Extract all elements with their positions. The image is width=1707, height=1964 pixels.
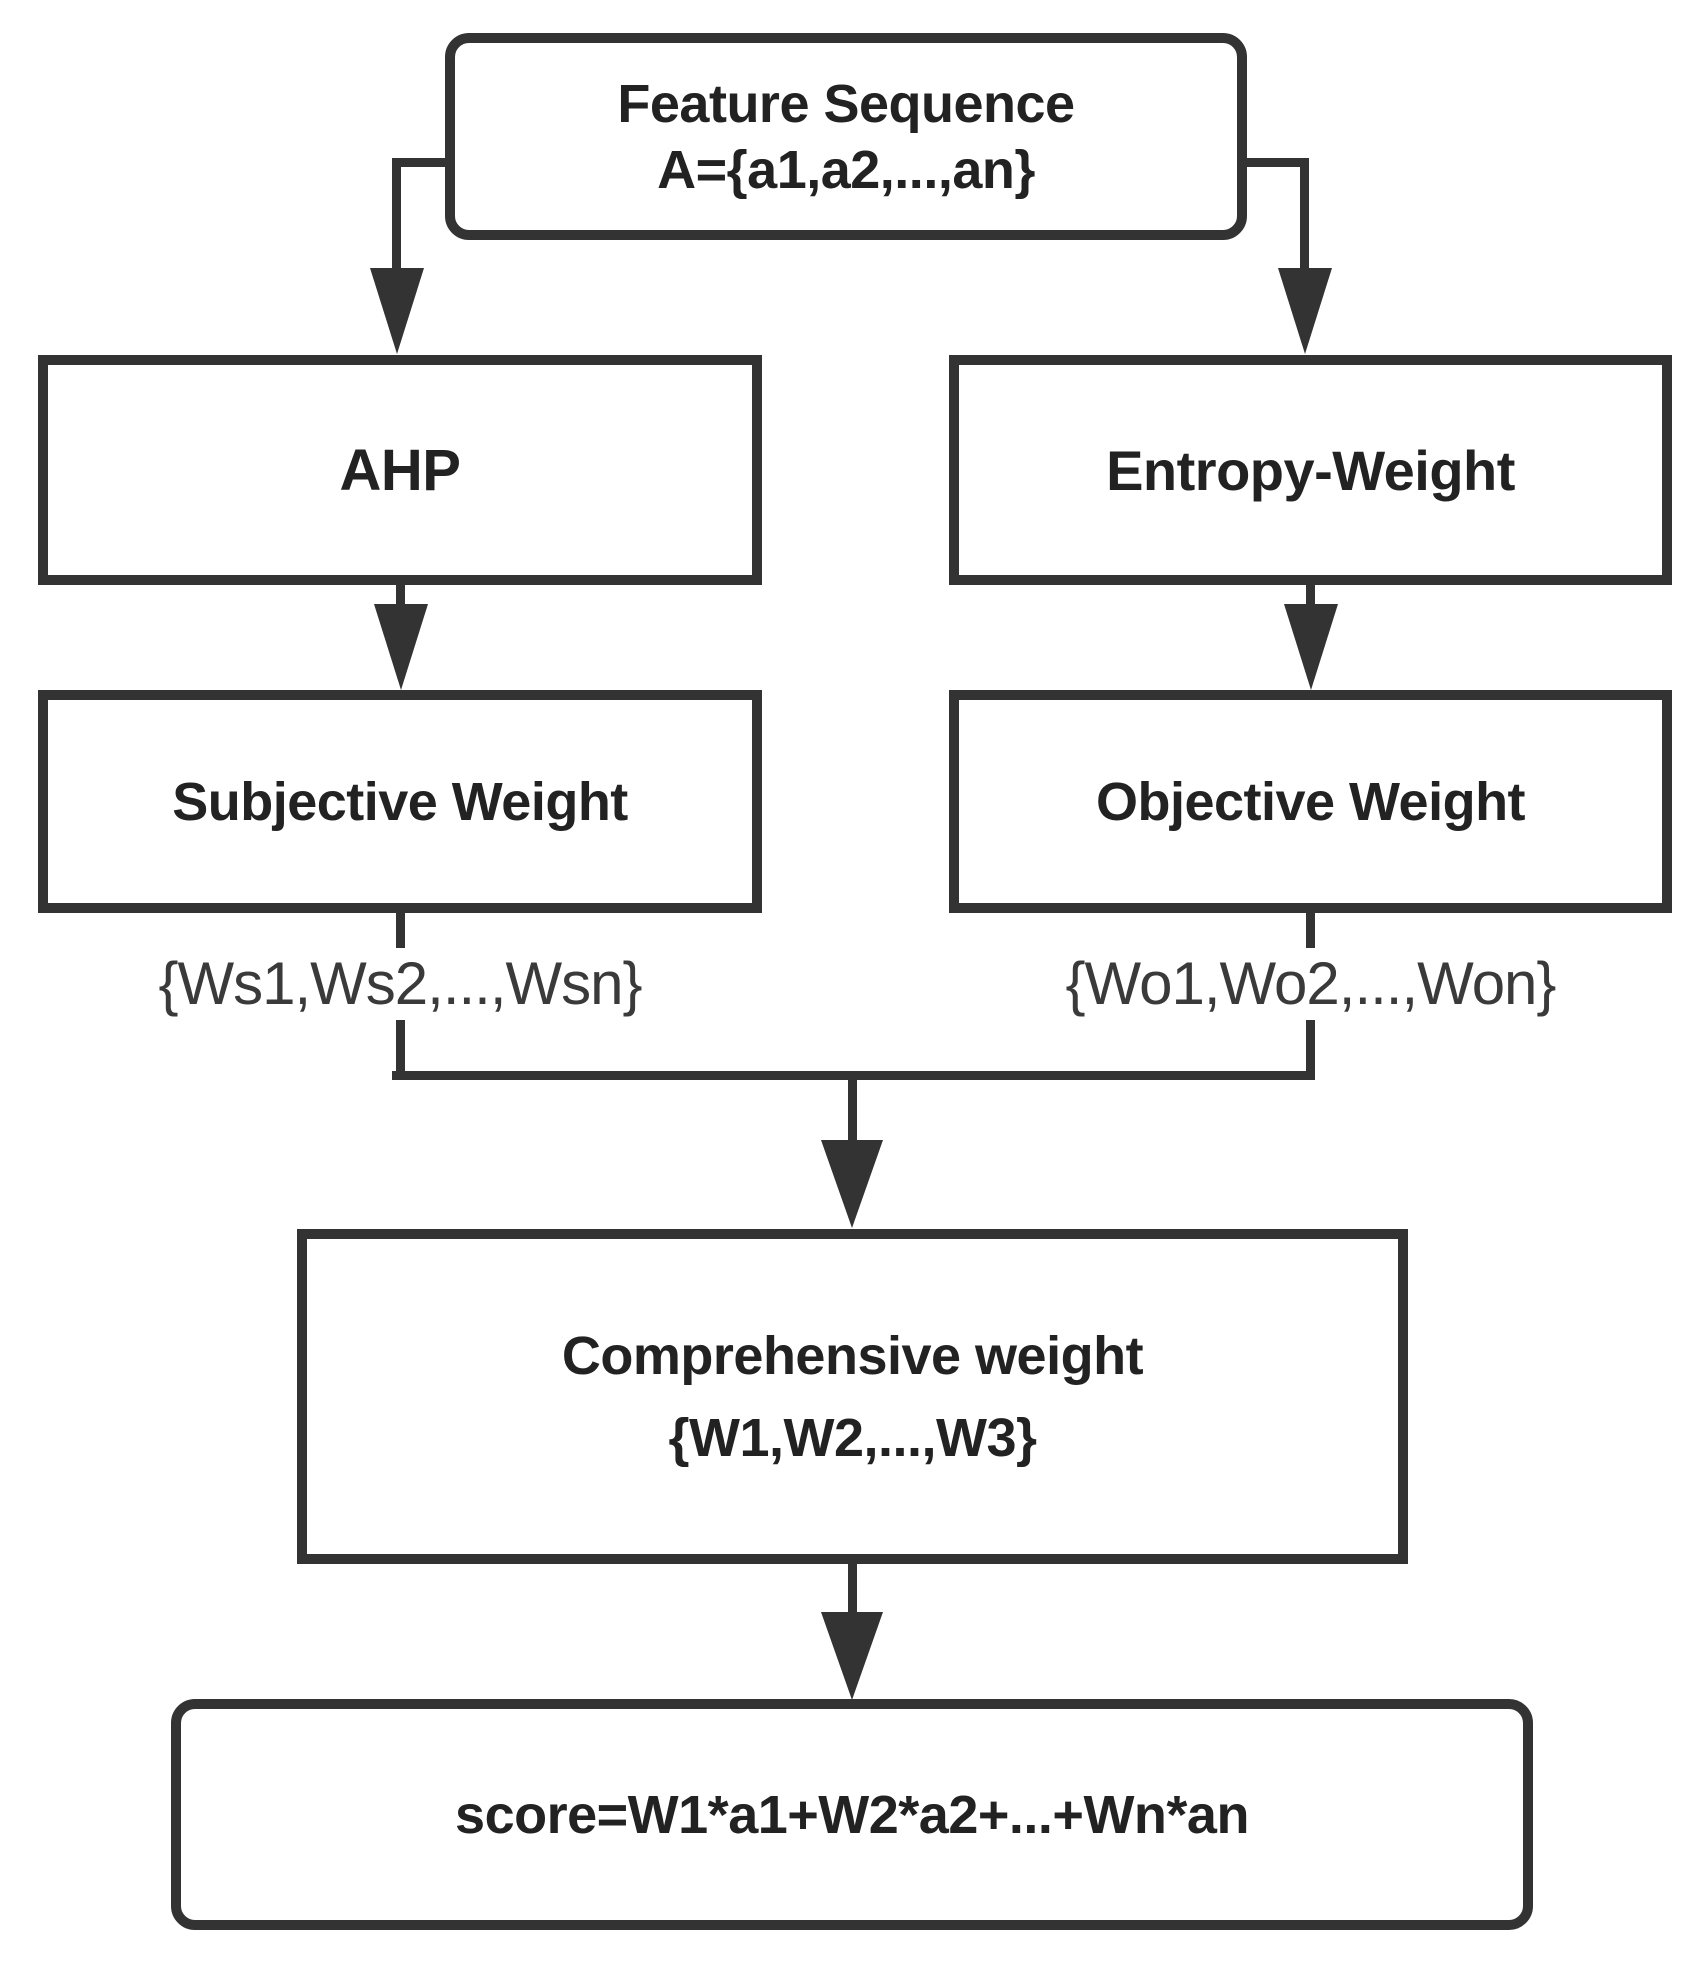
node-score-formula: score=W1*a1+W2*a2+...+Wn*an	[171, 1699, 1533, 1930]
edge-comprehensive-score	[848, 1564, 857, 1619]
node-objective-weight: Objective Weight	[949, 690, 1672, 913]
ahp-label: AHP	[339, 437, 461, 503]
arrow-down-icon	[1284, 604, 1338, 690]
arrow-down-icon	[370, 268, 424, 354]
edge-feature-ahp-vertical	[392, 158, 401, 273]
feature-sequence-title: Feature Sequence	[617, 73, 1075, 134]
arrow-down-icon	[1278, 268, 1332, 354]
node-ahp: AHP	[38, 355, 762, 585]
subjective-weight-set: {Ws1,Ws2,...,Wsn}	[38, 948, 762, 1020]
arrow-down-icon	[821, 1140, 883, 1228]
comprehensive-weight-title: Comprehensive weight	[561, 1325, 1144, 1386]
edge-merge-drop	[848, 1071, 857, 1146]
node-feature-sequence: Feature Sequence A={a1,a2,...,an}	[445, 33, 1247, 240]
comprehensive-weight-set: {W1,W2,...,W3}	[668, 1407, 1037, 1468]
score-formula-label: score=W1*a1+W2*a2+...+Wn*an	[455, 1784, 1249, 1845]
arrow-down-icon	[374, 604, 428, 690]
node-subjective-weight: Subjective Weight	[38, 690, 762, 913]
subjective-weight-set-label: {Ws1,Ws2,...,Wsn}	[146, 948, 654, 1020]
subjective-weight-label: Subjective Weight	[172, 771, 628, 832]
edge-ahp-subjective	[396, 585, 405, 615]
arrow-down-icon	[821, 1612, 883, 1700]
objective-weight-set-label: {Wo1,Wo2,...,Won}	[1053, 948, 1568, 1020]
edge-feature-ahp-horizontal	[392, 158, 445, 167]
edge-entropy-objective	[1306, 585, 1315, 615]
entropy-weight-label: Entropy-Weight	[1106, 438, 1515, 502]
objective-weight-set: {Wo1,Wo2,...,Won}	[949, 948, 1672, 1020]
node-entropy-weight: Entropy-Weight	[949, 355, 1672, 585]
node-comprehensive-weight: Comprehensive weight {W1,W2,...,W3}	[297, 1229, 1408, 1564]
edge-feature-entropy-horizontal	[1247, 158, 1309, 167]
objective-weight-label: Objective Weight	[1095, 771, 1526, 832]
edge-feature-entropy-vertical	[1300, 158, 1309, 273]
feature-sequence-set: A={a1,a2,...,an}	[657, 139, 1035, 200]
